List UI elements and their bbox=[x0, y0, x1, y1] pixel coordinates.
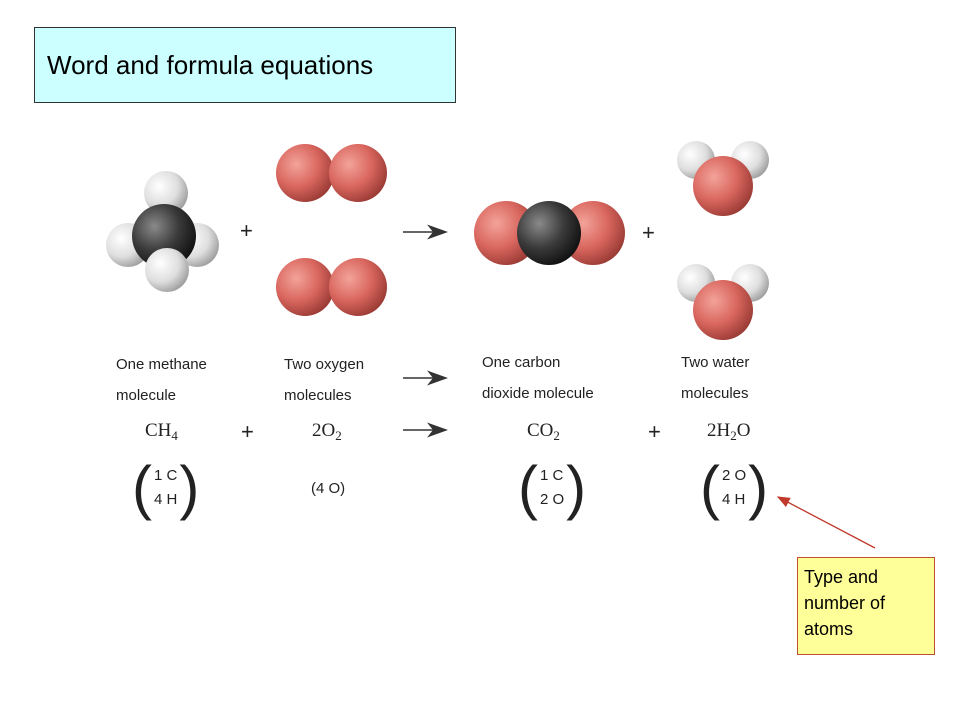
co2-formula-main: CO bbox=[527, 420, 554, 441]
oxygen-word-label: Two oxygen molecules bbox=[284, 349, 364, 411]
oxygen-molecule-1 bbox=[276, 144, 387, 202]
co2-count-c: 1 C bbox=[539, 467, 564, 484]
water-word-label: Two water molecules bbox=[681, 347, 749, 409]
open-paren: ( bbox=[132, 454, 152, 521]
plus-sign-formula-1: + bbox=[241, 419, 254, 444]
plus-sign-molecules-1: + bbox=[240, 218, 253, 243]
close-paren: ) bbox=[179, 454, 200, 521]
carbon-dioxide-molecule bbox=[474, 201, 625, 265]
annotation-line-1: Type and bbox=[804, 567, 879, 587]
co2-count-o: 2 O bbox=[539, 491, 565, 508]
methane-formula-sub: 4 bbox=[171, 428, 178, 443]
methane-molecule bbox=[106, 171, 219, 292]
open-paren: ( bbox=[518, 454, 538, 521]
methane-count-c: 1 C bbox=[153, 467, 178, 484]
oxygen-word-line2: molecules bbox=[284, 387, 352, 404]
water-word-line1: Two water bbox=[681, 354, 750, 371]
co2-word-label: One carbon dioxide molecule bbox=[482, 347, 594, 409]
close-paren: ) bbox=[566, 454, 587, 521]
water-formula-main: H bbox=[716, 420, 731, 441]
water-formula-tail: O bbox=[736, 420, 751, 441]
oxygen-formula: 2O2 bbox=[312, 420, 342, 444]
methane-word-line1: One methane bbox=[116, 356, 207, 373]
oxygen-formula-main: O bbox=[321, 420, 336, 441]
water-count-h: 4 H bbox=[721, 491, 746, 508]
close-paren: ) bbox=[748, 454, 769, 521]
water-molecule-2 bbox=[677, 264, 769, 340]
co2-formula: CO2 bbox=[527, 420, 560, 444]
water-count-o: 2 O bbox=[721, 467, 747, 484]
plus-sign-molecules-2: + bbox=[642, 220, 655, 245]
open-paren: ( bbox=[700, 454, 720, 521]
methane-atom-count: ( 1 C 4 H ) bbox=[132, 458, 199, 518]
annotation-arrow bbox=[776, 496, 876, 549]
oxygen-formula-sub: 2 bbox=[335, 428, 342, 443]
oxygen-coef: 2 bbox=[312, 420, 322, 441]
oxygen-word-line1: Two oxygen bbox=[284, 356, 365, 373]
page-title: Word and formula equations bbox=[47, 49, 374, 80]
methane-count-h: 4 H bbox=[153, 491, 178, 508]
methane-word-label: One methane molecule bbox=[116, 349, 207, 411]
water-formula: 2H2O bbox=[707, 420, 750, 444]
co2-word-line1: One carbon bbox=[482, 354, 561, 371]
oxygen-molecule-2 bbox=[276, 258, 387, 316]
methane-formula: CH4 bbox=[145, 420, 178, 444]
annotation-note: Type and number of atoms bbox=[797, 557, 935, 655]
annotation-line-3: atoms bbox=[804, 619, 854, 639]
co2-atom-count: ( 1 C 2 O ) bbox=[518, 458, 586, 518]
water-formula-sub: 2 bbox=[730, 428, 737, 443]
co2-formula-sub: 2 bbox=[553, 428, 560, 443]
annotation-line-2: number of bbox=[804, 593, 886, 613]
co2-word-line2: dioxide molecule bbox=[482, 385, 594, 402]
water-word-line2: molecules bbox=[681, 385, 749, 402]
plus-sign-formula-2: + bbox=[648, 419, 661, 444]
water-molecule-1 bbox=[677, 141, 769, 216]
water-atom-count: ( 2 O 4 H ) bbox=[700, 458, 768, 518]
methane-word-line2: molecule bbox=[116, 387, 177, 404]
oxygen-atom-count: (4 O) bbox=[311, 480, 346, 497]
methane-formula-main: CH bbox=[145, 420, 172, 441]
water-coef: 2 bbox=[707, 420, 717, 441]
title-box: Word and formula equations bbox=[34, 27, 456, 103]
